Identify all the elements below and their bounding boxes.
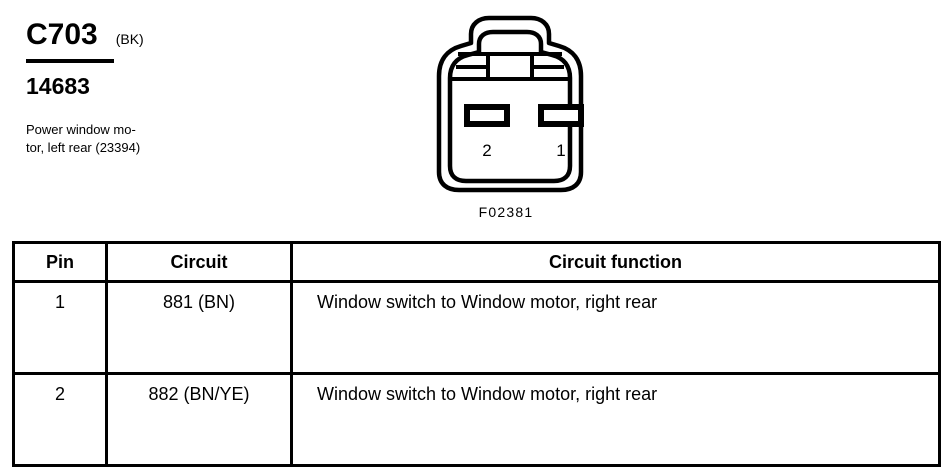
connector-figure-code: F02381 — [478, 204, 534, 220]
connector-diagram: 2 1 F02381 — [395, 4, 625, 234]
connector-description-line-2: tor, left rear (23394) — [26, 140, 141, 155]
cavity-group — [464, 104, 584, 127]
column-header-pin: Pin — [12, 241, 108, 283]
table-row: 1 881 (BN) Window switch to Window motor… — [12, 280, 941, 375]
connector-color-code: (BK) — [115, 31, 144, 47]
table-header-row: Pin Circuit Circuit function — [12, 241, 941, 283]
connector-face-drawing: 2 1 — [436, 15, 584, 193]
connector-id: C703 — [26, 18, 98, 51]
title-underline — [26, 59, 114, 63]
connector-title-row: C703 (BK) — [26, 18, 366, 56]
column-header-circuit-function: Circuit function — [290, 241, 941, 283]
pin-assignment-table: Pin Circuit Circuit function 1 881 (BN) … — [12, 241, 941, 467]
cell-pin: 2 — [12, 372, 108, 467]
cavity-slot-1 — [538, 104, 584, 127]
cell-circuit-function: Window switch to Window motor, right rea… — [290, 372, 941, 467]
cavity-slot-2 — [464, 104, 510, 127]
cell-circuit-function: Window switch to Window motor, right rea… — [290, 280, 941, 375]
connector-description: Power window mo- tor, left rear (23394) — [26, 121, 216, 157]
cell-circuit: 882 (BN/YE) — [105, 372, 293, 467]
table-row: 2 882 (BN/YE) Window switch to Window mo… — [12, 372, 941, 467]
cavity-label-2: 2 — [482, 141, 491, 160]
connector-part-number: 14683 — [26, 73, 90, 99]
connector-header: C703 (BK) 14683 Power window mo- tor, le… — [26, 18, 366, 157]
cell-circuit: 881 (BN) — [105, 280, 293, 375]
column-header-circuit: Circuit — [105, 241, 293, 283]
cell-pin: 1 — [12, 280, 108, 375]
connector-outer-shell — [436, 15, 584, 193]
cavity-label-1: 1 — [556, 141, 565, 160]
connector-description-line-1: Power window mo- — [26, 122, 136, 137]
